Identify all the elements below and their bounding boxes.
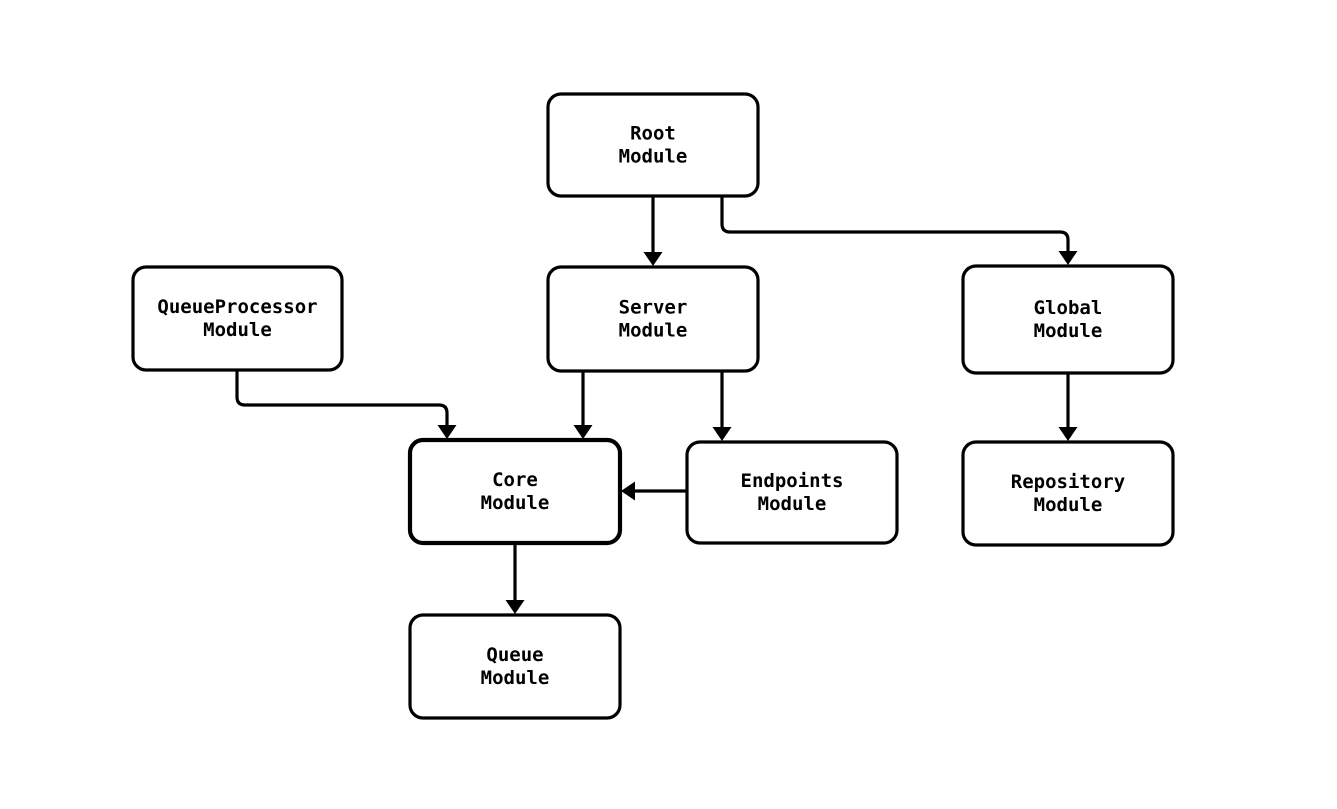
edge-line-root-to-global xyxy=(720,196,1070,257)
node-box-repository[interactable] xyxy=(961,440,1175,547)
edge-root-to-global xyxy=(720,196,1078,265)
edge-endpoints-to-core xyxy=(621,481,687,501)
edge-queueprocessor-to-core xyxy=(235,370,457,439)
edge-global-to-repository xyxy=(1058,373,1078,441)
arrow-head-icon xyxy=(1058,251,1078,265)
node-label-secondary-queueprocessor: Module xyxy=(203,319,272,341)
arrow-head-icon xyxy=(437,425,457,439)
edge-line-queueprocessor-to-core xyxy=(235,370,449,431)
node-label-primary-root: Root xyxy=(630,123,676,145)
node-box-server[interactable] xyxy=(546,265,760,373)
node-box-root[interactable] xyxy=(546,92,760,198)
edges-layer xyxy=(235,196,1078,614)
arrow-head-icon xyxy=(643,252,663,266)
node-label-primary-queue: Queue xyxy=(486,644,543,666)
node-label-secondary-repository: Module xyxy=(1034,494,1103,516)
edge-core-to-queue xyxy=(505,543,525,614)
edge-root-to-server xyxy=(643,196,663,266)
node-label-secondary-queue: Module xyxy=(481,667,550,689)
node-box-global[interactable] xyxy=(961,264,1175,375)
node-box-queue[interactable] xyxy=(408,613,622,720)
node-label-secondary-core: Module xyxy=(481,492,550,514)
edge-server-to-core xyxy=(573,371,593,439)
arrow-head-icon xyxy=(621,481,635,501)
node-label-primary-server: Server xyxy=(619,297,688,319)
node-label-secondary-server: Module xyxy=(619,320,688,342)
arrow-head-icon xyxy=(712,427,732,441)
node-label-primary-global: Global xyxy=(1034,297,1103,319)
node-box-core[interactable] xyxy=(407,437,623,546)
arrow-head-icon xyxy=(1058,427,1078,441)
node-label-primary-queueprocessor: QueueProcessor xyxy=(157,296,317,318)
arrow-head-icon xyxy=(505,600,525,614)
node-label-secondary-global: Module xyxy=(1034,320,1103,342)
node-box-endpoints[interactable] xyxy=(685,440,899,545)
arrow-head-icon xyxy=(573,425,593,439)
node-label-primary-core: Core xyxy=(492,469,538,491)
nodes-layer: RootModuleQueueProcessorModuleServerModu… xyxy=(131,92,1175,720)
node-label-primary-endpoints: Endpoints xyxy=(741,470,844,492)
node-box-queueprocessor[interactable] xyxy=(131,265,344,372)
edge-server-to-endpoints xyxy=(712,371,732,441)
node-label-secondary-root: Module xyxy=(619,146,688,168)
node-label-primary-repository: Repository xyxy=(1011,471,1125,493)
node-label-secondary-endpoints: Module xyxy=(758,493,827,515)
